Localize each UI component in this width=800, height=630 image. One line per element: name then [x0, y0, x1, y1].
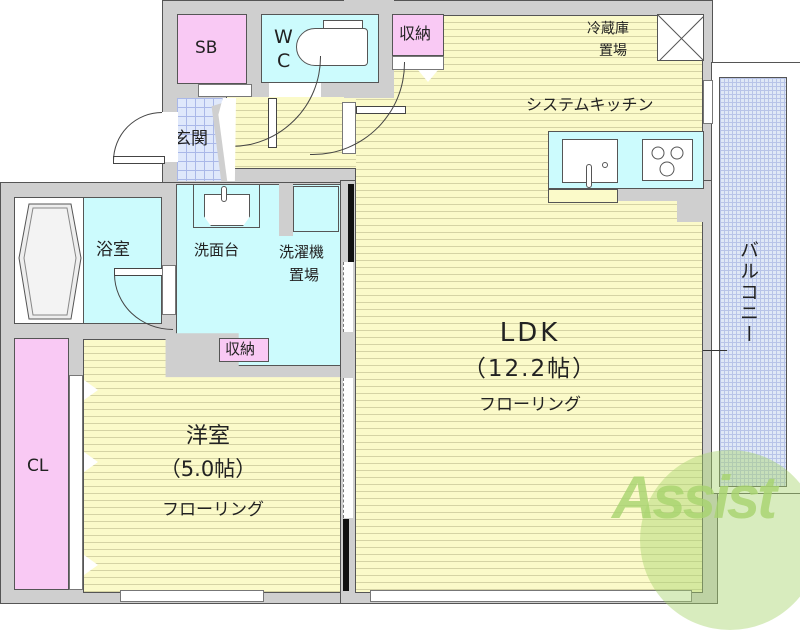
balcony-marker: [695, 350, 727, 351]
western-window: [120, 590, 264, 602]
partition-wall-upper: [348, 184, 354, 262]
front-door-opening: [160, 112, 178, 162]
burner-icon: [651, 146, 684, 177]
bathroom-label: 浴室: [96, 240, 130, 260]
western-room-size: （5.0帖）: [159, 457, 257, 481]
ldk-room-size: （12.2帖）: [462, 356, 598, 382]
storage-top[interactable]: [392, 14, 444, 56]
bathtub-icon: [14, 197, 84, 324]
bathroom-door-opening: [162, 265, 176, 315]
storage-top-door-arrow: [418, 70, 438, 82]
assist-logo-text: Assist: [612, 464, 777, 531]
closet-label: CL: [27, 456, 49, 476]
washbasin-faucet-icon: [221, 186, 227, 202]
shoe-box-label: SB: [195, 38, 218, 58]
kitchen-wall-step: [618, 189, 704, 201]
western-room[interactable]: [83, 339, 341, 593]
balcony-label: バルコニー: [737, 240, 759, 345]
balcony: [719, 77, 787, 487]
storage-mid-label: 収納: [225, 340, 256, 358]
ldk-room[interactable]: [355, 15, 703, 593]
faucet-knob-icon: [602, 162, 608, 168]
fridge-label-line1: 冷蔵庫: [587, 21, 629, 37]
closet-door-arrow-2: [84, 452, 98, 472]
sliding-door-lower[interactable]: [343, 448, 353, 518]
faucet-icon: [586, 164, 592, 188]
sliding-door-middle[interactable]: [343, 378, 353, 448]
washbasin-label: 洗面台: [194, 241, 240, 259]
partition-wall-lower: [343, 519, 349, 591]
kitchen-label: システムキッチン: [526, 95, 654, 114]
kitchen-window: [703, 80, 713, 124]
washbasin-bowl-icon: [204, 194, 250, 226]
western-room-floor: フローリング: [162, 500, 264, 520]
washer-divider: [279, 184, 293, 236]
ldk-room-floor: フローリング: [479, 395, 581, 415]
closet-doors[interactable]: [69, 375, 83, 590]
kitchen-wall-step2: [677, 200, 704, 222]
assist-logo-circle: [640, 450, 800, 630]
ldk-room-name: LDK: [499, 318, 561, 348]
storage-mid[interactable]: [219, 338, 269, 362]
western-room-name: 洋室: [185, 424, 230, 449]
ldk-window: [370, 590, 692, 602]
closet-door-arrow-3: [84, 555, 98, 575]
closet-door-arrow-1: [84, 380, 98, 400]
fridge-space[interactable]: [657, 14, 704, 61]
fridge-cross-icon: [658, 15, 703, 60]
kitchen-counter-base: [548, 189, 618, 203]
sliding-door-upper[interactable]: [343, 262, 353, 332]
wc-label-w: W: [274, 26, 293, 48]
washer-space-icon: [293, 186, 339, 232]
washer-label-line1: 洗濯機: [279, 243, 325, 261]
bathtub-basin-icon: [18, 203, 82, 320]
entrance-label: 玄関: [174, 129, 208, 149]
stove-icon: [642, 139, 693, 181]
storage-top-label: 収納: [399, 24, 432, 43]
fridge-label-line2: 置場: [599, 43, 627, 59]
washer-label-line2: 置場: [289, 266, 320, 284]
closet[interactable]: [14, 338, 69, 590]
